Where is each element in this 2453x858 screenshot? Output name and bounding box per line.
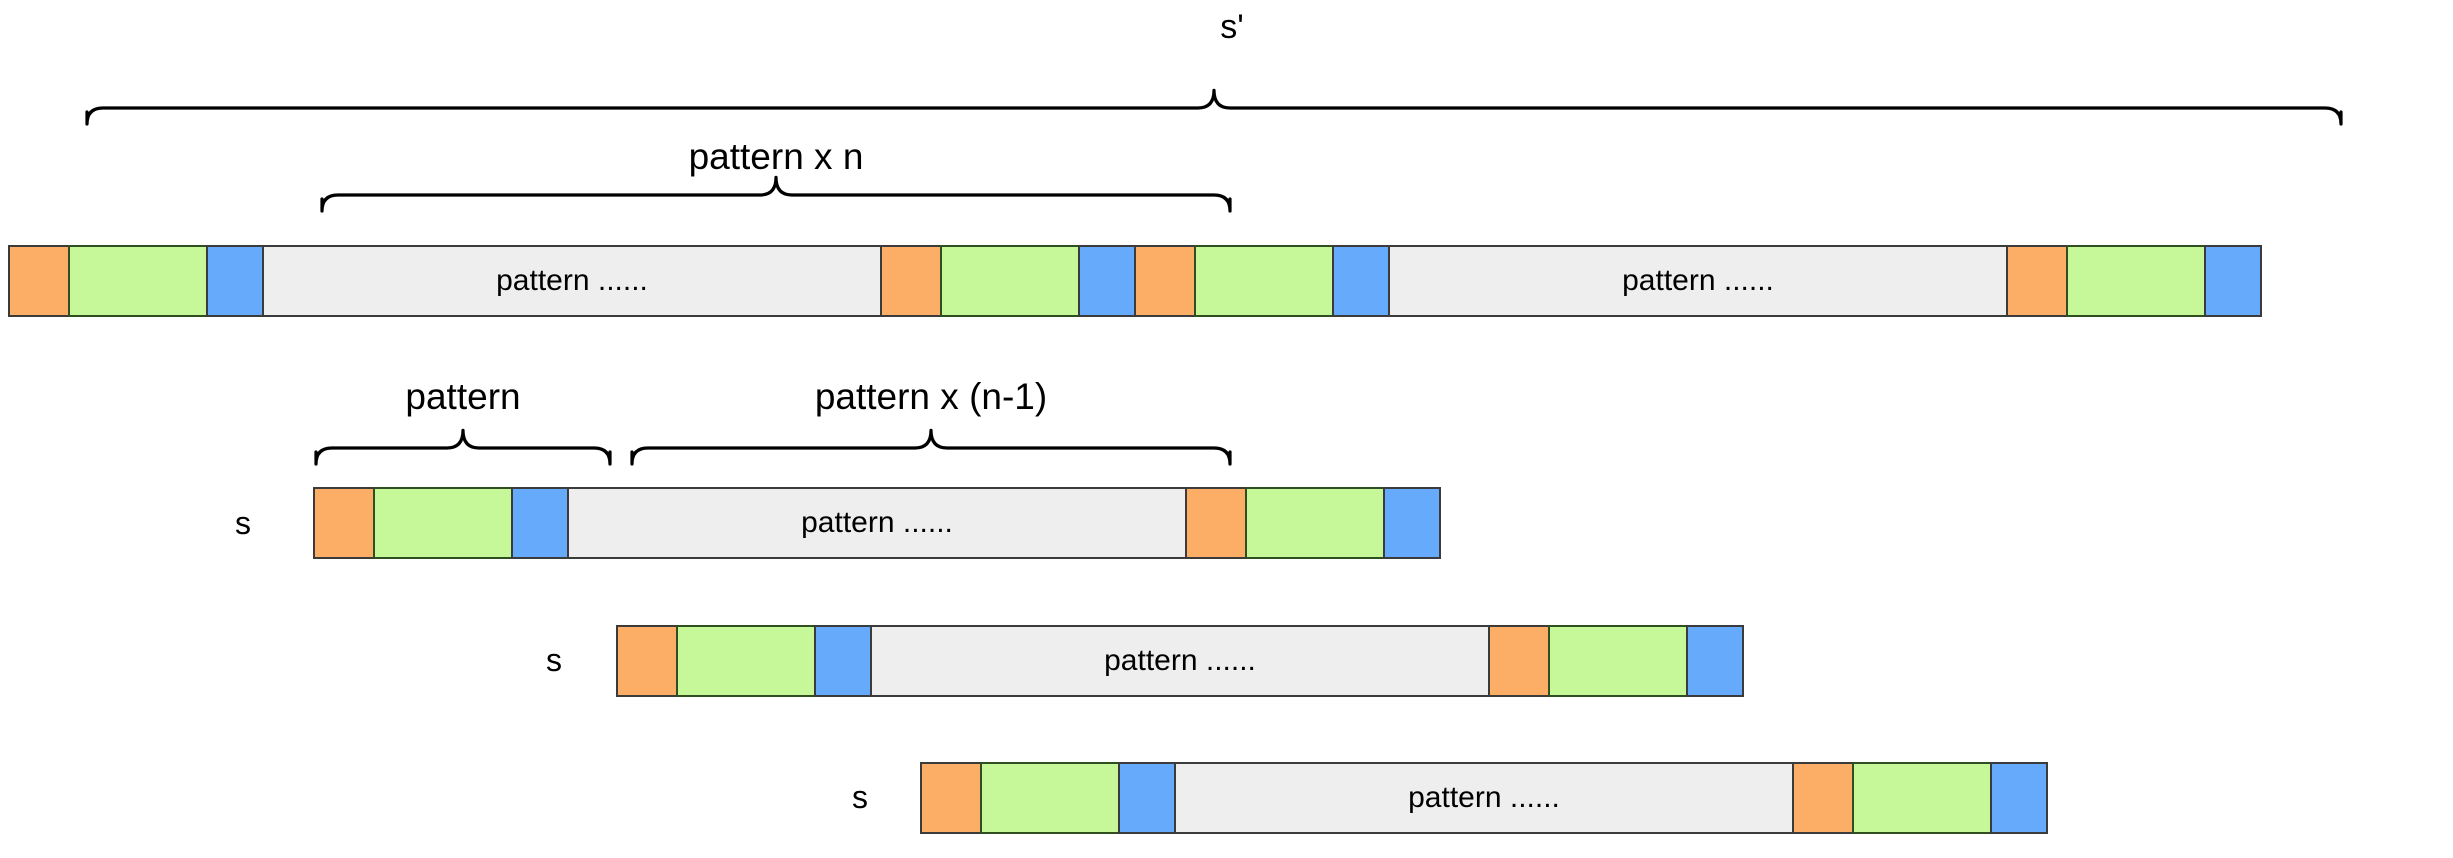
brace-pattern-x-n-1-label: pattern x (n-1) bbox=[814, 376, 1048, 417]
s-strip-1-block-blue-6 bbox=[1383, 487, 1441, 559]
block-text: pattern ...... bbox=[496, 264, 648, 297]
s-strip-2-block-pattern-3: pattern ...... bbox=[870, 625, 1490, 697]
s-strip-2: pattern ...... bbox=[616, 625, 1744, 697]
s-strip-3-block-orange-4 bbox=[1792, 762, 1854, 834]
block-text: pattern ...... bbox=[1408, 781, 1560, 814]
s-prime-strip-block-orange-7 bbox=[1134, 245, 1196, 317]
brace-pattern-label: pattern bbox=[405, 376, 521, 417]
s-prime-strip-block-pattern-10: pattern ...... bbox=[1388, 245, 2008, 317]
s-prime-strip-block-blue-2 bbox=[206, 245, 264, 317]
brace-pattern-x-n-1 bbox=[630, 428, 1232, 466]
s-prime-strip-block-green-5 bbox=[940, 245, 1080, 317]
row-label-s-2: s bbox=[546, 642, 562, 678]
s-strip-3-block-green-5 bbox=[1852, 762, 1992, 834]
s-prime-strip-block-green-1 bbox=[68, 245, 208, 317]
s-prime-strip-block-blue-6 bbox=[1078, 245, 1136, 317]
s-prime-strip-block-green-8 bbox=[1194, 245, 1334, 317]
brace-pattern-x-n bbox=[320, 175, 1232, 213]
s-prime-strip-block-orange-11 bbox=[2006, 245, 2068, 317]
s-prime-strip-block-pattern-3: pattern ...... bbox=[262, 245, 882, 317]
s-strip-3-block-blue-6 bbox=[1990, 762, 2048, 834]
s-prime-strip-block-orange-0 bbox=[8, 245, 70, 317]
s-prime-strip-block-orange-4 bbox=[880, 245, 942, 317]
s-strip-2-block-blue-6 bbox=[1686, 625, 1744, 697]
s-strip-2-block-orange-0 bbox=[616, 625, 678, 697]
s-strip-1-block-orange-4 bbox=[1185, 487, 1247, 559]
s-strip-2-block-green-1 bbox=[676, 625, 816, 697]
s-strip-3: pattern ...... bbox=[920, 762, 2048, 834]
block-text: pattern ...... bbox=[1104, 644, 1256, 677]
block-text: pattern ...... bbox=[801, 506, 953, 539]
s-prime-strip-block-blue-9 bbox=[1332, 245, 1390, 317]
s-strip-1-block-blue-2 bbox=[511, 487, 569, 559]
s-strip-2-block-blue-2 bbox=[814, 625, 872, 697]
s-strip-1-block-orange-0 bbox=[313, 487, 375, 559]
brace-pattern bbox=[314, 428, 612, 466]
s-strip-1-block-green-1 bbox=[373, 487, 513, 559]
brace-s-prime-label: s' bbox=[1220, 8, 1244, 46]
s-strip-3-block-pattern-3: pattern ...... bbox=[1174, 762, 1794, 834]
s-strip-3-block-orange-0 bbox=[920, 762, 982, 834]
s-strip-2-block-green-5 bbox=[1548, 625, 1688, 697]
row-label-s-1: s bbox=[235, 505, 251, 541]
s-strip-3-block-green-1 bbox=[980, 762, 1120, 834]
s-strip-1-block-green-5 bbox=[1245, 487, 1385, 559]
brace-pattern-x-n-label: pattern x n bbox=[688, 136, 864, 177]
s-strip-1-block-pattern-3: pattern ...... bbox=[567, 487, 1187, 559]
s-strip-3-block-blue-2 bbox=[1118, 762, 1176, 834]
brace-s-prime bbox=[85, 88, 2343, 126]
block-text: pattern ...... bbox=[1622, 264, 1774, 297]
s-prime-strip-block-green-12 bbox=[2066, 245, 2206, 317]
s-strip-1: pattern ...... bbox=[313, 487, 1441, 559]
row-label-s-3: s bbox=[852, 779, 868, 815]
s-prime-strip: pattern ...... pattern ...... bbox=[8, 245, 2262, 317]
s-prime-strip-block-blue-13 bbox=[2204, 245, 2262, 317]
s-strip-2-block-orange-4 bbox=[1488, 625, 1550, 697]
